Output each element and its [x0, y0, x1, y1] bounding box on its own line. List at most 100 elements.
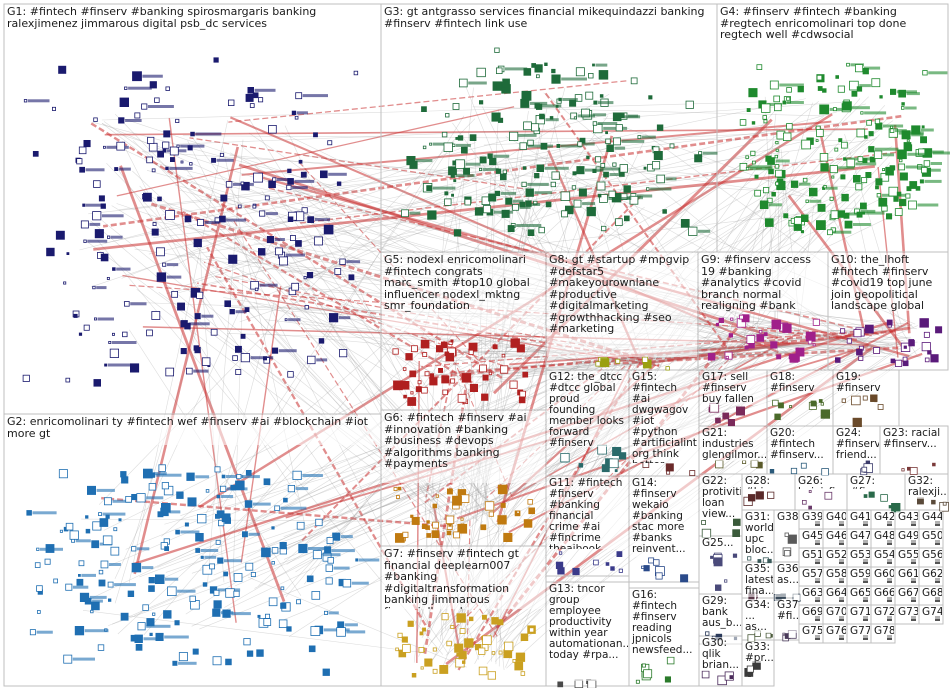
node	[819, 153, 829, 162]
node	[789, 405, 792, 408]
node	[448, 166, 457, 176]
node	[195, 548, 201, 553]
node	[151, 168, 156, 173]
node	[65, 377, 71, 383]
node	[312, 550, 322, 560]
edge	[723, 150, 780, 355]
node	[327, 140, 333, 146]
node	[512, 659, 517, 663]
node	[505, 197, 513, 205]
node-label	[863, 66, 881, 70]
node	[921, 166, 928, 174]
node	[494, 190, 501, 197]
node	[786, 87, 792, 93]
node-label	[333, 566, 350, 570]
node-label	[455, 174, 475, 178]
node	[458, 78, 468, 88]
node	[446, 530, 452, 536]
node	[176, 144, 180, 148]
node-label	[905, 106, 917, 110]
edge	[205, 140, 455, 514]
node	[600, 358, 610, 368]
node	[805, 331, 816, 342]
node	[885, 166, 894, 176]
node	[501, 353, 506, 358]
node	[195, 533, 204, 542]
edge	[426, 87, 566, 626]
node	[405, 353, 413, 361]
node	[510, 338, 520, 348]
node	[765, 632, 772, 639]
node	[157, 196, 162, 202]
node	[765, 155, 772, 162]
node	[605, 131, 608, 135]
node	[98, 512, 102, 516]
node	[32, 150, 39, 157]
node	[763, 332, 768, 337]
node	[91, 540, 100, 549]
node	[76, 158, 83, 165]
node-label	[147, 105, 174, 108]
node	[898, 89, 907, 98]
node	[481, 614, 487, 620]
node	[907, 466, 911, 471]
node	[833, 107, 837, 112]
node	[637, 135, 642, 140]
node-label	[146, 496, 164, 500]
node-label	[36, 630, 53, 634]
node	[100, 253, 109, 262]
node	[508, 131, 519, 141]
node-label	[285, 253, 305, 257]
node-label	[601, 167, 625, 171]
node	[83, 324, 90, 331]
node-label	[84, 629, 109, 633]
node-label	[577, 114, 595, 118]
edge	[208, 256, 428, 354]
node	[325, 564, 333, 572]
node	[880, 494, 888, 502]
node	[157, 511, 164, 518]
node	[422, 627, 426, 632]
edge	[265, 319, 660, 365]
node	[752, 160, 756, 165]
node	[415, 386, 422, 393]
small-group-label: G77	[848, 625, 870, 638]
small-group-label: G66	[872, 587, 894, 600]
node-label	[859, 84, 871, 88]
node	[252, 204, 257, 209]
node	[461, 660, 466, 664]
node	[149, 472, 156, 478]
node	[653, 150, 663, 160]
node-label	[930, 162, 942, 165]
node	[186, 472, 195, 481]
node	[468, 616, 474, 622]
group-label-g6: G6: #fintech #finserv #ai #innovation #b…	[382, 411, 545, 483]
node-label	[32, 511, 57, 515]
node	[592, 63, 595, 67]
small-group-label: G58	[824, 568, 846, 581]
small-group-label: G65	[848, 587, 870, 600]
node	[662, 209, 667, 214]
node	[468, 349, 474, 355]
node	[443, 142, 454, 152]
node	[336, 181, 342, 186]
edge	[103, 374, 418, 531]
node	[73, 313, 78, 318]
node-label	[89, 595, 107, 599]
node	[268, 597, 278, 607]
node	[909, 181, 918, 189]
node	[244, 307, 250, 313]
node	[557, 567, 565, 575]
node-label	[85, 168, 105, 172]
node	[573, 116, 577, 120]
node	[151, 228, 159, 236]
node-label	[111, 341, 137, 344]
node	[523, 68, 532, 76]
node	[296, 521, 305, 530]
node	[63, 281, 67, 285]
edge	[101, 101, 768, 121]
small-group-label: G61	[896, 568, 918, 581]
node	[522, 371, 529, 378]
node	[464, 198, 471, 206]
node-label	[650, 187, 672, 191]
